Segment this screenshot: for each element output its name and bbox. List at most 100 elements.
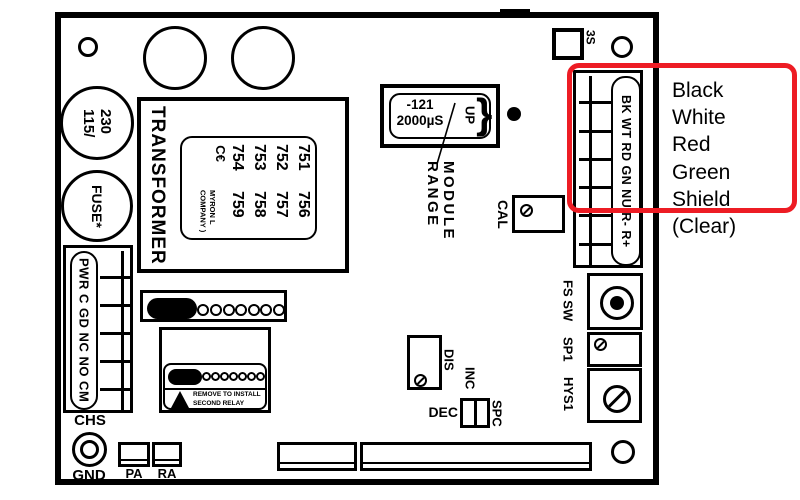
hys1-screw bbox=[603, 385, 631, 413]
terminal-divider bbox=[100, 388, 133, 391]
cal-label: CAL bbox=[495, 199, 511, 229]
jumper-pin-hole bbox=[211, 372, 220, 381]
sp1-screw bbox=[594, 338, 607, 351]
second-relay-area: REMOVE TO INSTALL SECOND RELAY bbox=[159, 327, 271, 413]
spc-switch bbox=[460, 398, 490, 428]
transformer-box bbox=[137, 97, 349, 273]
jumper-pin-hole bbox=[238, 372, 247, 381]
dis-trimmer bbox=[407, 335, 442, 390]
jumper-pin-hole bbox=[202, 372, 211, 381]
mounting-hole-top-right bbox=[611, 36, 633, 58]
spc-switch-divider bbox=[474, 401, 477, 425]
jumper-pin-hole bbox=[210, 304, 222, 316]
mounting-hole-bottom-right bbox=[611, 440, 635, 464]
fs-sw-switch bbox=[587, 273, 643, 330]
screw-slot bbox=[522, 206, 531, 215]
connector-bar-2 bbox=[360, 442, 592, 471]
voltage-selector: 115/ 230 bbox=[60, 86, 134, 160]
terminal-divider bbox=[100, 332, 133, 335]
board-outline bbox=[55, 12, 659, 485]
terminal-divider bbox=[100, 304, 133, 307]
terminal-divider bbox=[579, 101, 611, 104]
label-divider bbox=[165, 388, 265, 390]
model-column: 751 756 bbox=[295, 144, 312, 218]
range-values: -121 2000µS bbox=[396, 97, 444, 128]
s3-label: 3S bbox=[583, 29, 598, 45]
terminal-divider bbox=[579, 243, 611, 246]
up-label: UP bbox=[462, 105, 478, 125]
connector-line bbox=[363, 462, 589, 464]
screw-slot bbox=[416, 376, 425, 385]
dec-label: DEC bbox=[428, 404, 458, 420]
wire-color-item: Green bbox=[672, 160, 731, 184]
ra-terminal-line bbox=[155, 459, 179, 461]
capacitor-circle-2 bbox=[231, 26, 295, 90]
terminal-divider bbox=[579, 186, 611, 189]
wire-color-legend: Black White Red Green Shield (Clear) bbox=[672, 77, 794, 240]
capacitor-circle-1 bbox=[143, 26, 207, 90]
pa-terminal-line bbox=[121, 459, 147, 461]
model-numbers: 751 756 752 757 753 758 754 759 bbox=[228, 144, 312, 236]
jumper-pin-hole bbox=[273, 304, 285, 316]
switch-ring bbox=[600, 286, 634, 320]
board-edge-tab bbox=[500, 9, 530, 17]
jumper-pin-hole bbox=[235, 304, 247, 316]
terminal-divider bbox=[579, 214, 611, 217]
indicator-dot bbox=[507, 107, 521, 121]
jumper-pin-hole bbox=[223, 304, 235, 316]
jumper-shunt bbox=[168, 369, 202, 385]
jumper-pin-hole bbox=[248, 304, 260, 316]
terminal-divider bbox=[579, 130, 611, 133]
model-column: 752 757 bbox=[273, 144, 290, 218]
ce-mark: C€ bbox=[212, 145, 228, 162]
wire-color-item: Shield (Clear) bbox=[672, 187, 737, 239]
company-name: MYRON L COMPANY ) bbox=[198, 190, 218, 233]
dis-screw bbox=[414, 374, 427, 387]
jumper-pin-hole bbox=[220, 372, 229, 381]
transformer-model-label: C€ MYRON L COMPANY ) 751 756 752 757 753… bbox=[180, 136, 317, 240]
relay-jumper-label: REMOVE TO INSTALL SECOND RELAY bbox=[163, 363, 267, 410]
mounting-hole-top-left bbox=[78, 37, 98, 57]
gnd-ring-inner bbox=[80, 440, 99, 459]
relay-terminal-block: PWR C GD NC NO CM bbox=[63, 245, 133, 413]
connector-bar-1 bbox=[277, 442, 357, 471]
wire-color-item: White bbox=[672, 106, 726, 130]
range-module-callout: RANGE MODULE bbox=[424, 161, 457, 241]
cal-trimmer bbox=[512, 195, 565, 233]
transformer-title: TRANSFORMER bbox=[147, 105, 168, 265]
wire-color-item: Black bbox=[672, 79, 724, 102]
relay-warning-text: REMOVE TO INSTALL SECOND RELAY bbox=[193, 391, 261, 407]
connector-line bbox=[280, 462, 354, 464]
fuse: FUSE* bbox=[61, 170, 133, 242]
jumper-pin-hole bbox=[247, 372, 256, 381]
s3-component bbox=[552, 28, 584, 60]
gnd-label: GND bbox=[72, 467, 106, 484]
hys1-label: HYS1 bbox=[561, 377, 576, 411]
ra-terminal bbox=[152, 442, 182, 467]
relay-terminal-pill: PWR C GD NC NO CM bbox=[70, 251, 98, 410]
range-module-label bbox=[389, 93, 491, 139]
sp1-trimmer bbox=[587, 332, 642, 367]
fs-sw-label: FS SW bbox=[560, 280, 576, 322]
sp1-label: SP1 bbox=[560, 337, 576, 362]
gnd-ring-outer bbox=[72, 432, 107, 467]
screw-slot bbox=[606, 388, 628, 410]
cal-screw bbox=[520, 204, 533, 217]
model-column: 753 758 bbox=[251, 144, 268, 218]
model-column: 754 759 bbox=[229, 144, 246, 218]
ra-label: RA bbox=[157, 466, 177, 481]
jumper-pin-hole bbox=[260, 304, 272, 316]
jumper-header-1 bbox=[140, 290, 287, 322]
range-callout-line bbox=[436, 102, 456, 165]
terminal-divider bbox=[100, 360, 133, 363]
spc-label: SPC bbox=[489, 399, 505, 427]
screw-slot bbox=[596, 340, 605, 349]
inc-label: INC bbox=[462, 366, 478, 390]
switch-button bbox=[610, 296, 624, 310]
fuse-label: FUSE* bbox=[89, 184, 105, 228]
warning-triangle-icon bbox=[171, 391, 189, 408]
voltage-label: 115/ 230 bbox=[80, 108, 114, 138]
pa-terminal bbox=[118, 442, 150, 467]
terminal-divider bbox=[589, 76, 592, 265]
